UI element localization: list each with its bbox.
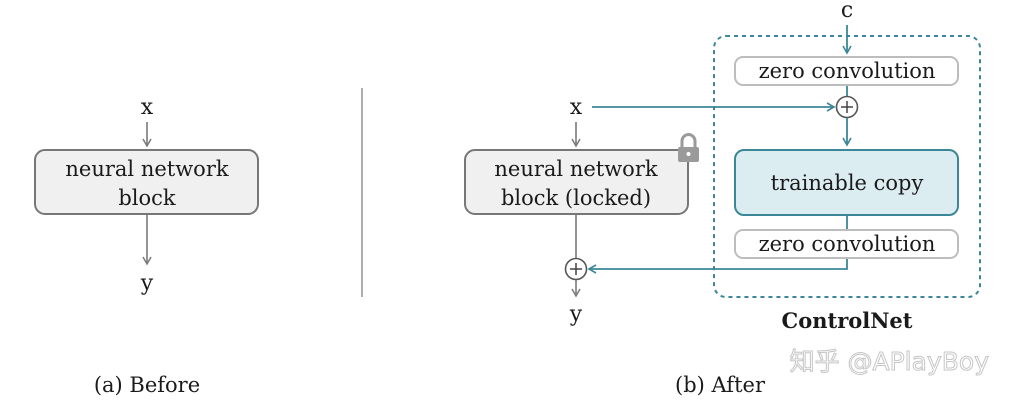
input-x-label: x (570, 95, 583, 120)
controlnet-branch: c zero convolution trainable copy zero c… (587, 0, 981, 333)
zero-convolution-bottom (734, 229, 959, 259)
input-x-label: x (141, 95, 154, 120)
trainable-copy-label: trainable copy (771, 171, 924, 195)
condition-c-label: c (841, 0, 853, 23)
trainable-copy-block (734, 149, 959, 216)
block-label-line1: neural network (65, 157, 228, 181)
controlnet-title: ControlNet (782, 308, 913, 333)
output-adder-icon (564, 257, 588, 281)
block-label-line2: block (118, 186, 176, 210)
output-y-label: y (140, 271, 154, 296)
caption-after: (b) After (675, 373, 766, 397)
panel-before: x neural network block y (a) Before (34, 95, 259, 397)
controlnet-output-arrow (587, 259, 848, 274)
zero-convolution-bottom-label: zero convolution (759, 232, 936, 256)
neural-network-block (34, 149, 259, 215)
zero-convolution-top (734, 56, 959, 86)
adder-icon (835, 95, 859, 119)
zero-convolution-top-label: zero convolution (759, 59, 936, 83)
panel-after: x neural network block (locked) y (b) Af… (464, 95, 836, 397)
watermark: 知乎 @APlayBoy (790, 347, 990, 376)
block-label-line2: block (locked) (501, 186, 651, 210)
lock-icon (678, 133, 699, 162)
block-label-line1: neural network (494, 157, 657, 181)
output-y-label: y (569, 302, 583, 327)
locked-block (464, 149, 689, 215)
caption-before: (a) Before (94, 373, 200, 397)
